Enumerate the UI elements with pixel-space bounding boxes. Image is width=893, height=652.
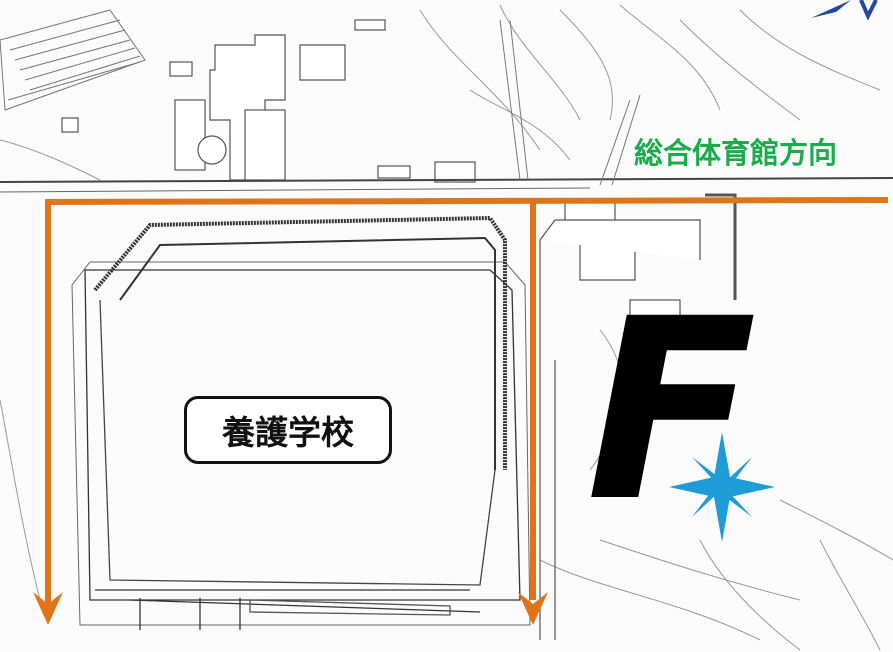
- hatched-building: [0, 9, 146, 111]
- route-arrowheads: [33, 592, 548, 625]
- route-arrowhead-right: [518, 592, 548, 625]
- direction-label: 総合体育館方向: [634, 136, 838, 170]
- school-grounds: [71, 215, 531, 630]
- east-buildings: [539, 193, 737, 640]
- upper-buildings: [61, 19, 476, 183]
- school-label-box: 養護学校: [184, 396, 392, 464]
- route-arrowhead-left: [33, 592, 63, 625]
- school-label: 養護学校: [222, 413, 354, 452]
- compass-star-icon: [669, 432, 775, 542]
- slope-hatching: [499, 19, 641, 186]
- north-arrow-icon: [811, 0, 878, 20]
- route-path: [45, 197, 889, 605]
- contour-lines: [0, 4, 893, 651]
